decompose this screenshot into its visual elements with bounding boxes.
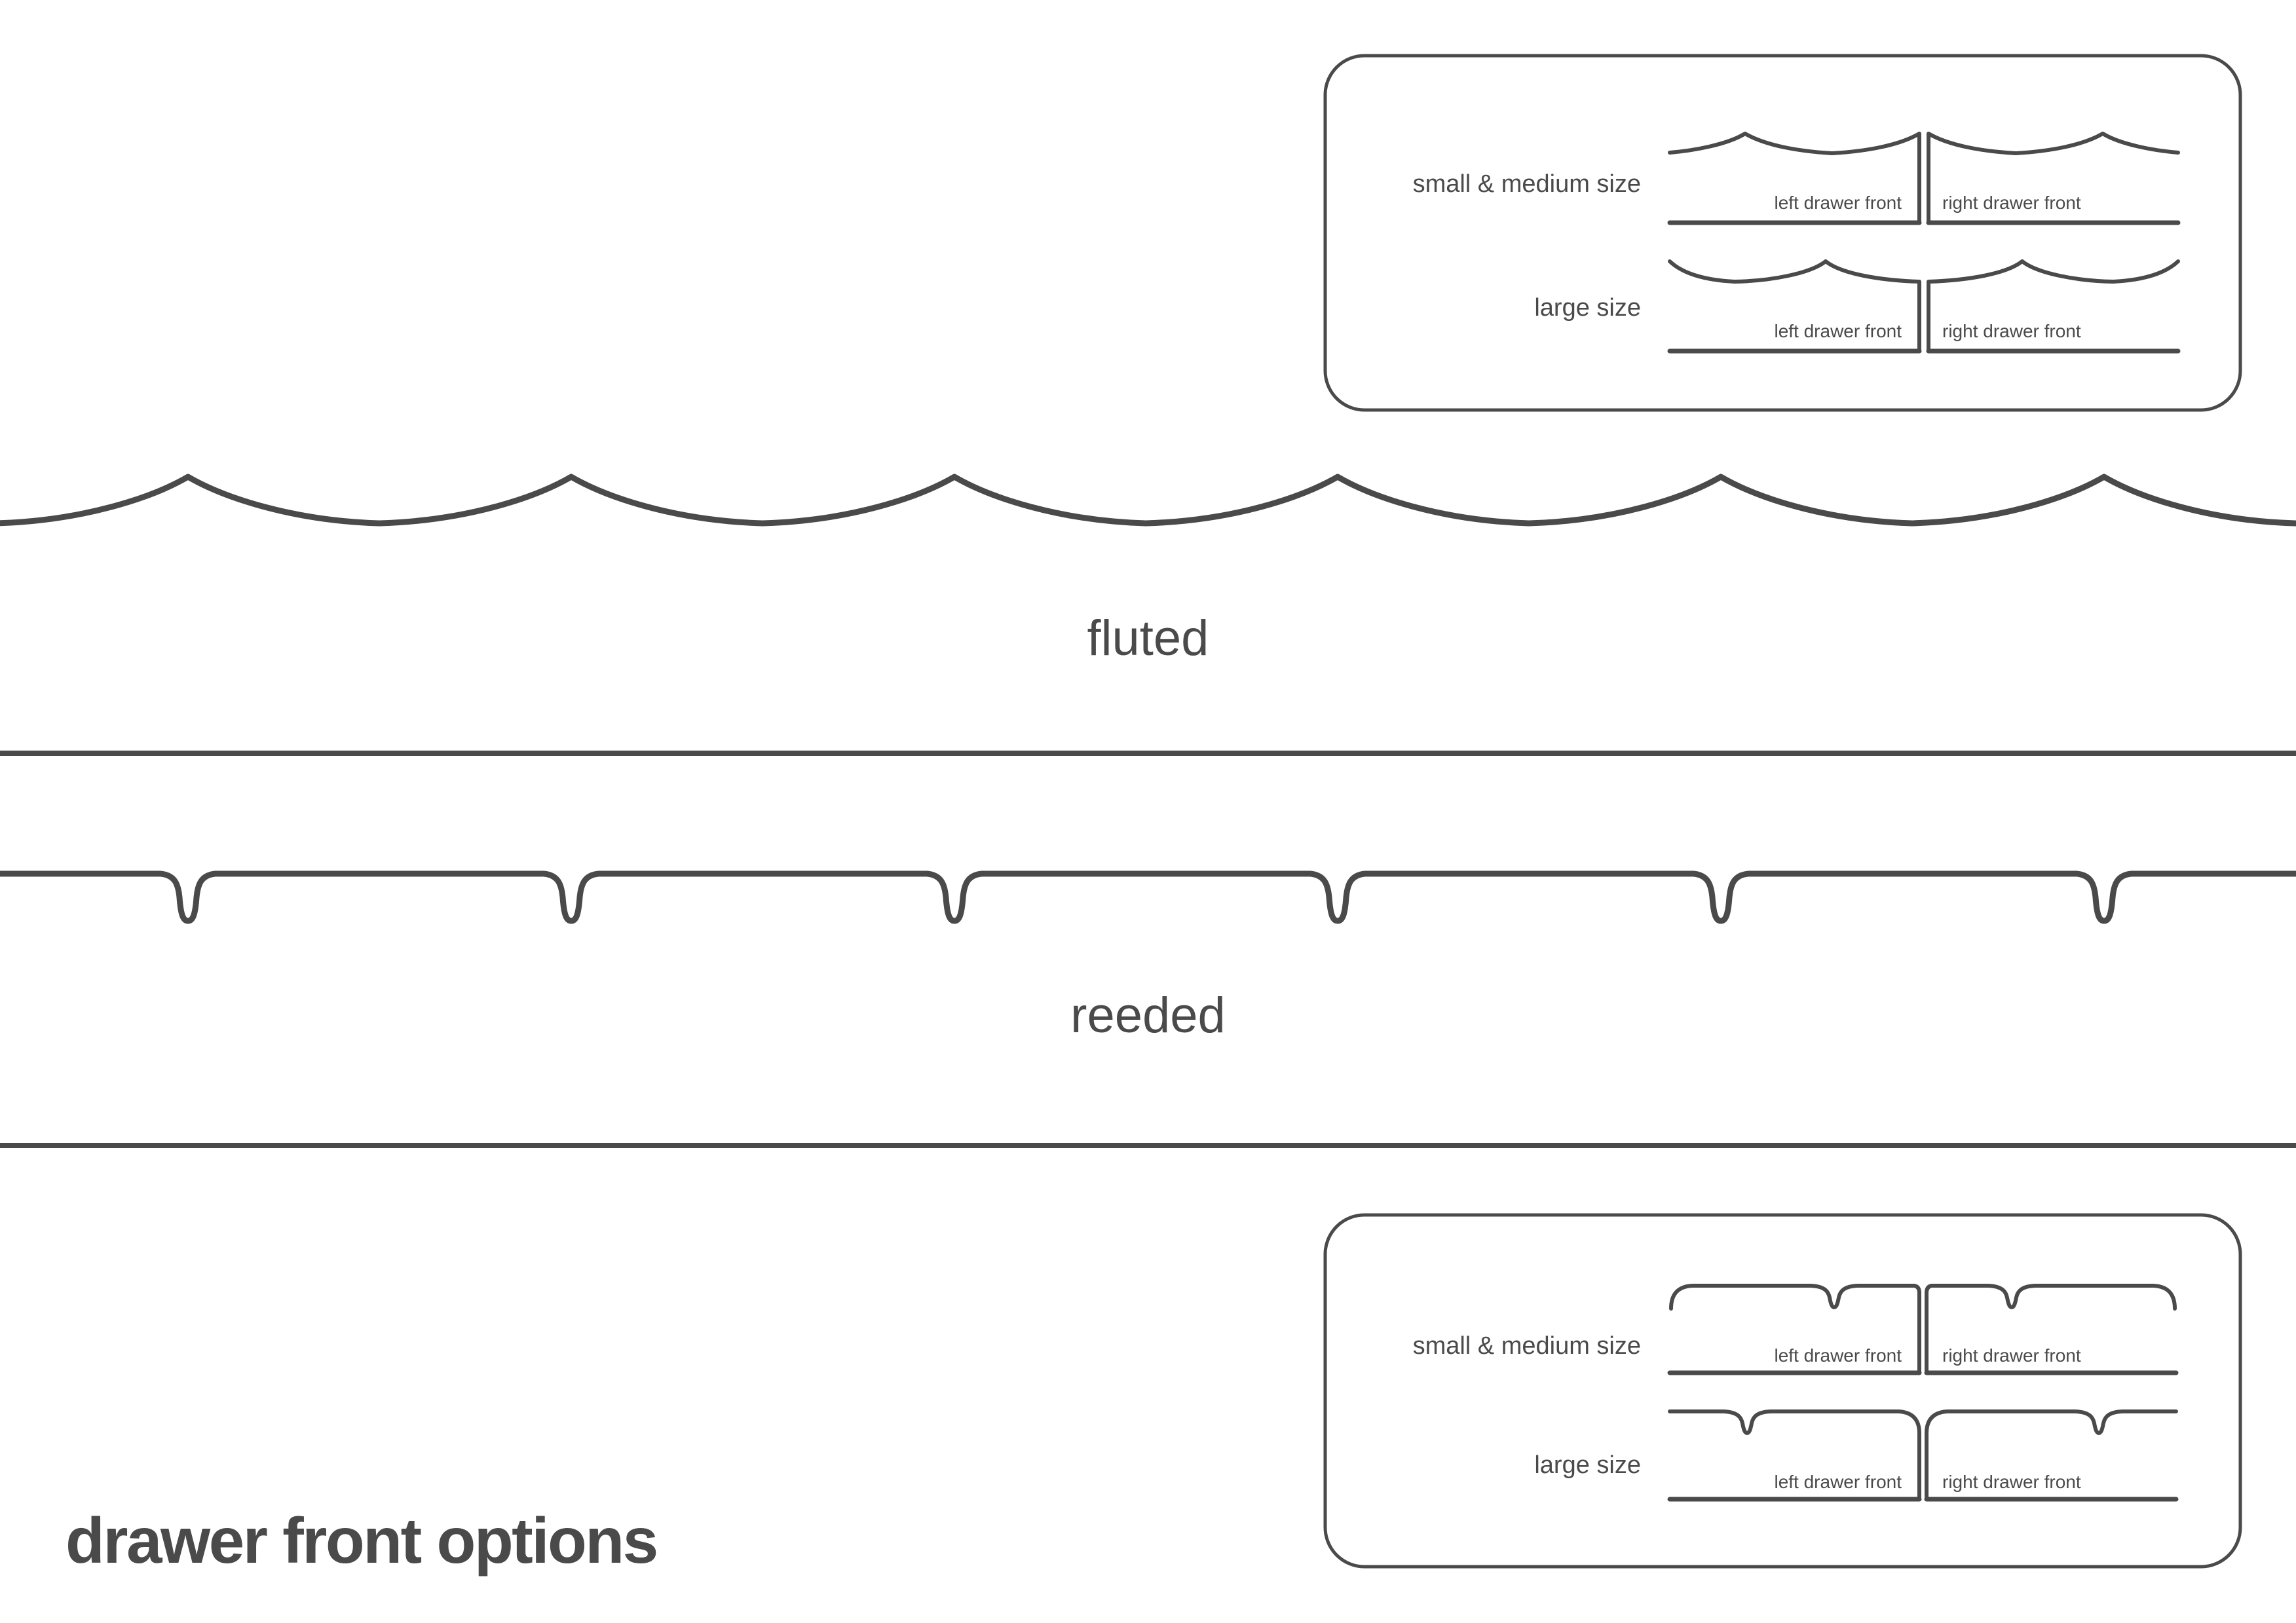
reeded-options-box-border	[1323, 1213, 2242, 1569]
reeded-large-left-drawer-label: left drawer front	[1774, 1472, 1902, 1492]
reeded-large-right-piece	[1924, 1409, 2179, 1502]
fluted-options-box-border	[1323, 54, 2242, 412]
reeded-small-medium-left-drawer-label: left drawer front	[1774, 1345, 1902, 1366]
reeded-large-left-piece	[1667, 1409, 1922, 1502]
fluted-profile-curve	[0, 474, 2296, 527]
fluted-profile-label: fluted	[1087, 610, 1209, 666]
reeded-profile-label: reeded	[1070, 988, 1226, 1043]
fluted-large-size-label: large size	[1534, 294, 1641, 322]
reeded-small-medium-size-label: small & medium size	[1412, 1332, 1641, 1360]
fluted-small-medium-size-label: small & medium size	[1412, 170, 1641, 198]
reeded-profile-curve	[0, 870, 2296, 924]
reeded-large-size-label: large size	[1534, 1451, 1641, 1479]
reeded-small-medium-right-piece	[1924, 1284, 2179, 1375]
fluted-small-medium-left-drawer-label: left drawer front	[1774, 193, 1902, 213]
fluted-small-medium-left-piece	[1667, 132, 1922, 225]
reeded-large-right-drawer-label: right drawer front	[1942, 1472, 2081, 1492]
fluted-large-right-piece	[1926, 259, 2181, 354]
fluted-small-medium-right-drawer-label: right drawer front	[1942, 193, 2081, 213]
reeded-small-medium-right-drawer-label: right drawer front	[1942, 1345, 2081, 1366]
page-title: drawer front options	[66, 1504, 658, 1576]
fluted-large-left-drawer-label: left drawer front	[1774, 321, 1902, 341]
reeded-small-medium-left-piece	[1667, 1284, 1922, 1375]
fluted-small-medium-right-piece	[1926, 132, 2181, 225]
fluted-large-left-piece	[1667, 259, 1922, 354]
fluted-large-right-drawer-label: right drawer front	[1942, 321, 2081, 341]
